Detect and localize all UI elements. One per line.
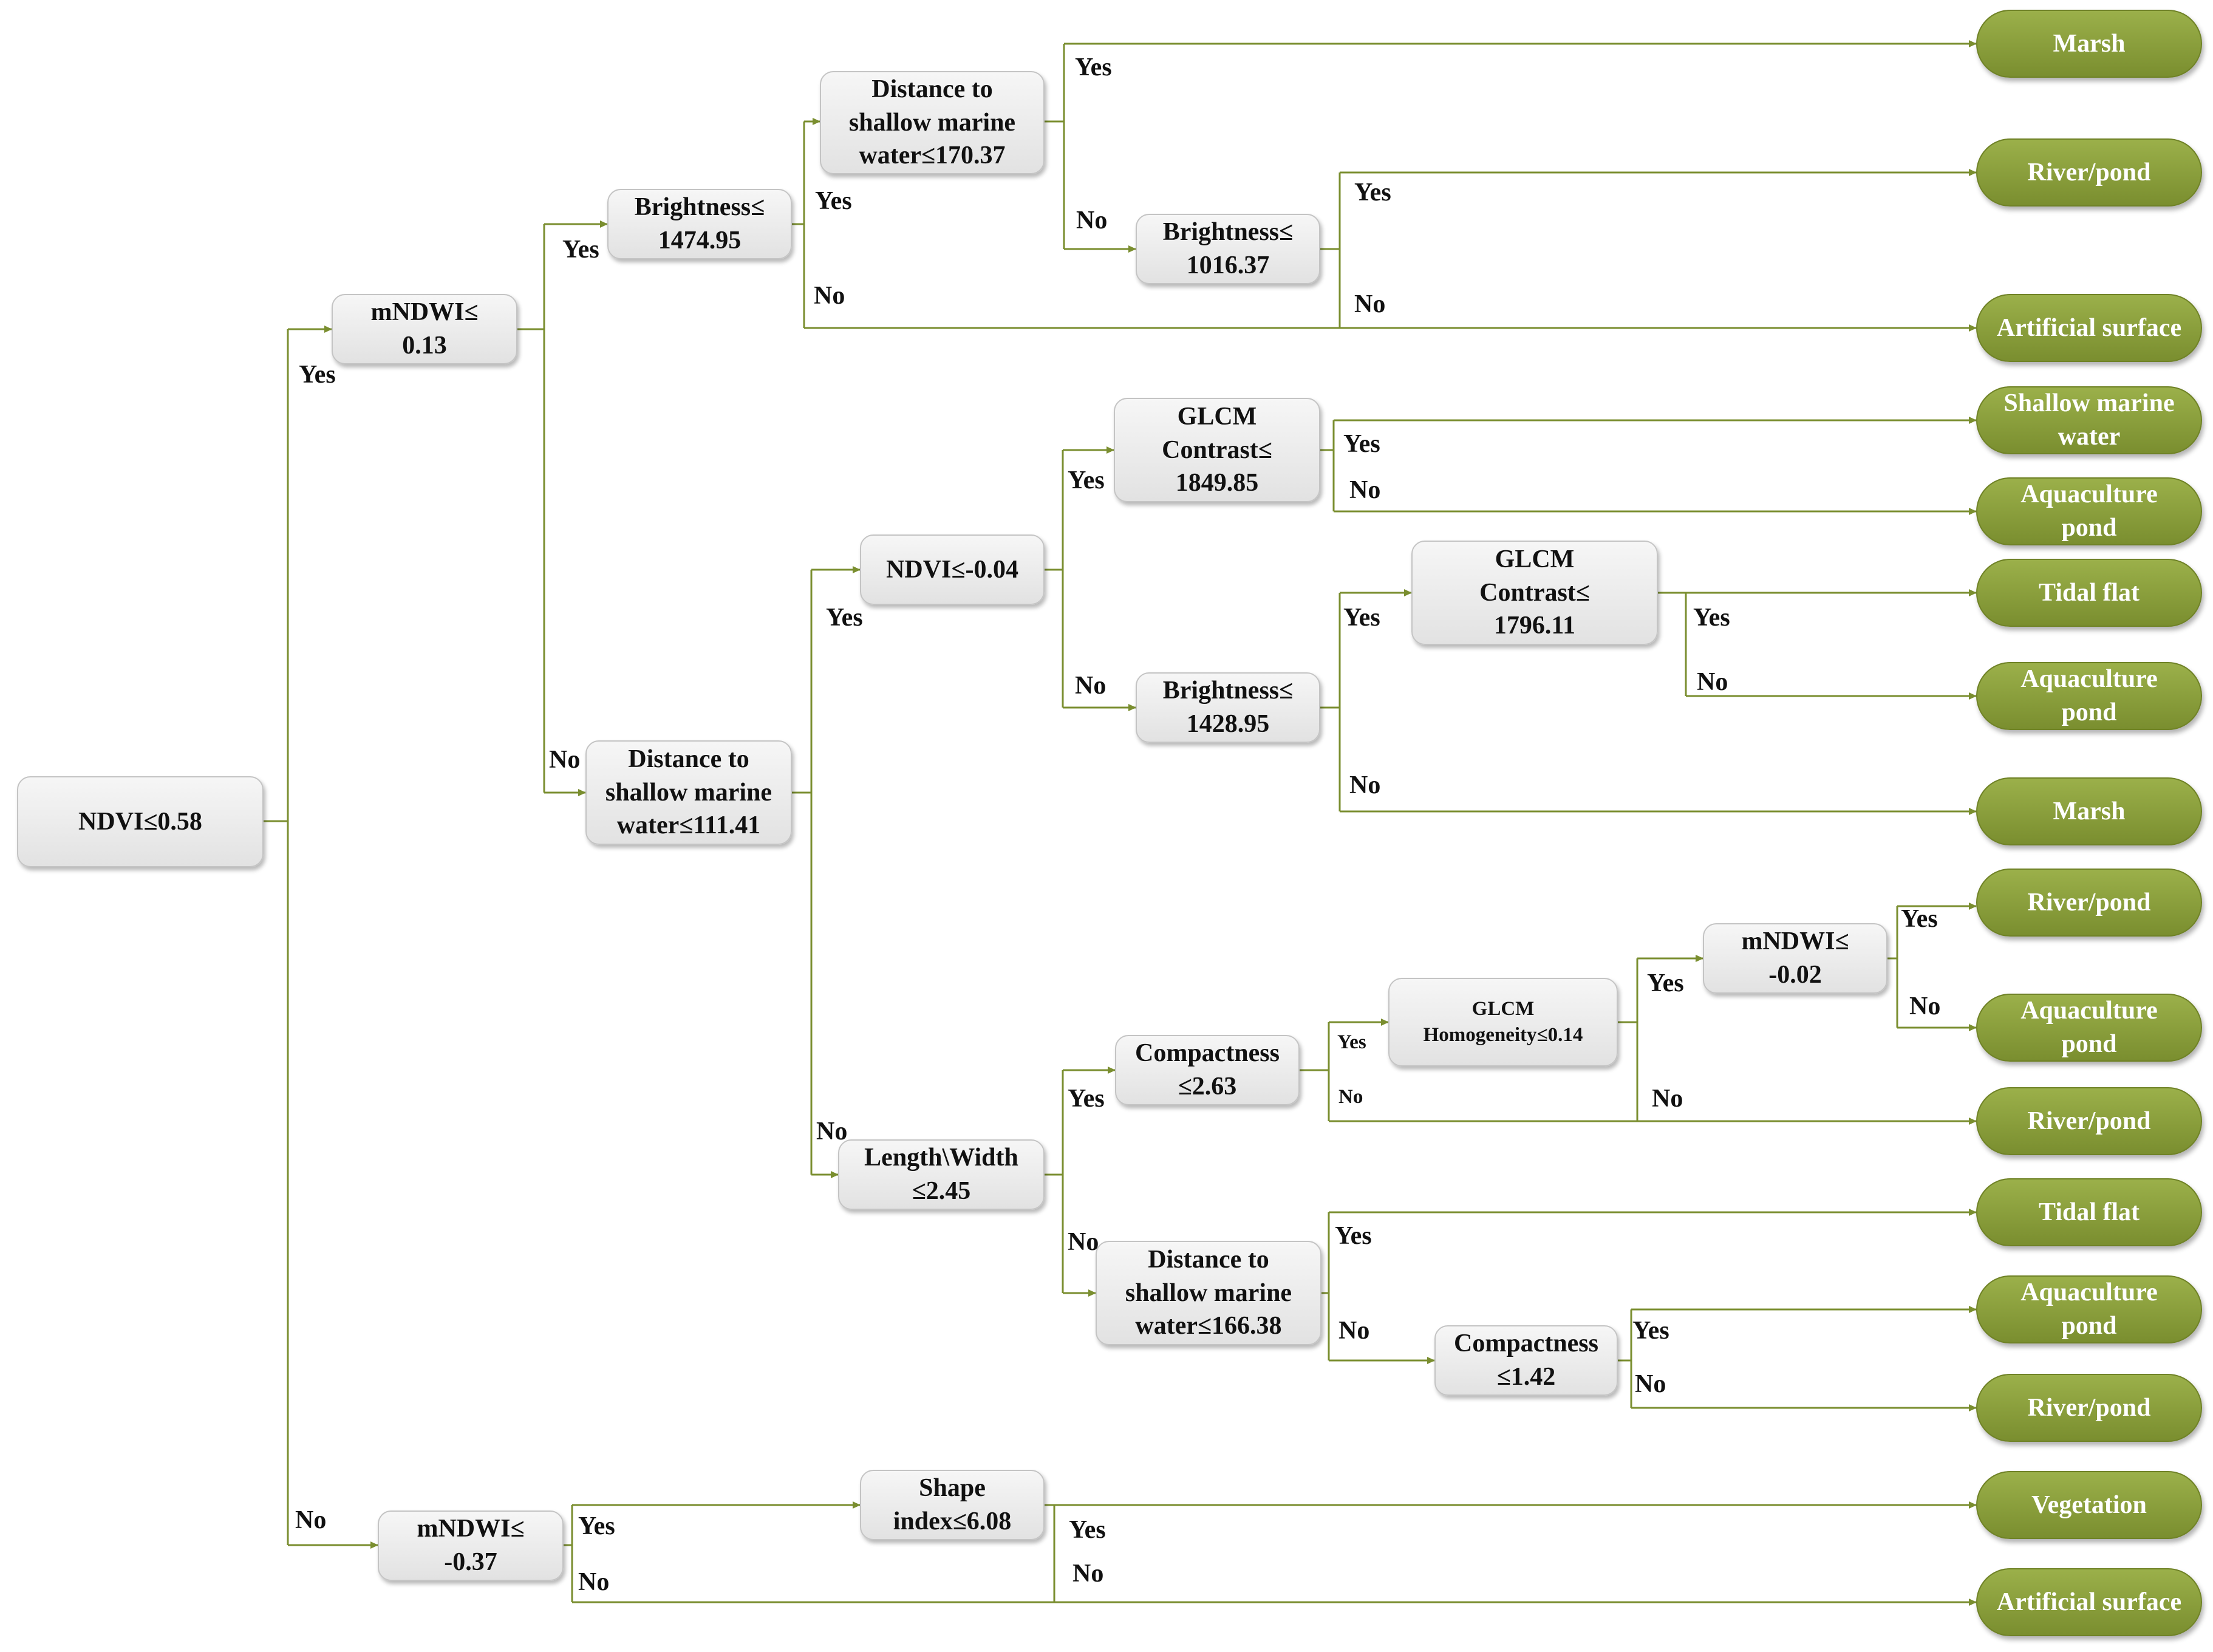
branch-label-yes: Yes bbox=[1075, 53, 1112, 81]
leaf-river-pond: River/pond bbox=[1976, 869, 2202, 937]
node-compactness-1-42: Compactness ≤1.42 bbox=[1434, 1325, 1618, 1396]
leaf-aquaculture-pond: Aquaculture pond bbox=[1976, 994, 2202, 1062]
branch-label-no: No bbox=[1076, 206, 1108, 234]
branch-label-yes: Yes bbox=[1693, 604, 1730, 632]
branch-label-no: No bbox=[295, 1506, 327, 1534]
node-distance-111-41: Distance to shallow marine water≤111.41 bbox=[585, 740, 792, 845]
branch-label-no: No bbox=[1697, 668, 1728, 696]
branch-label-no: No bbox=[1338, 1317, 1370, 1345]
node-glcm-homogeneity-0-14: GLCM Homogeneity≤0.14 bbox=[1388, 978, 1618, 1067]
branch-label-no: No bbox=[1635, 1370, 1666, 1398]
node-distance-166-38: Distance to shallow marine water≤166.38 bbox=[1096, 1241, 1321, 1345]
node-root-ndvi: NDVI≤0.58 bbox=[17, 776, 264, 867]
branch-label-no: No bbox=[1349, 476, 1381, 504]
branch-label-yes: Yes bbox=[1901, 905, 1938, 933]
leaf-aquaculture-pond: Aquaculture pond bbox=[1976, 662, 2202, 730]
node-glcm-contrast-1849-85: GLCM Contrast≤ 1849.85 bbox=[1114, 398, 1320, 502]
branch-label-yes: Yes bbox=[1068, 466, 1105, 494]
leaf-aquaculture-pond: Aquaculture pond bbox=[1976, 1275, 2202, 1343]
branch-label-yes: Yes bbox=[1632, 1317, 1669, 1345]
branch-label-no: No bbox=[1349, 771, 1381, 799]
branch-label-yes: Yes bbox=[1335, 1222, 1372, 1250]
branch-label-no: No bbox=[816, 1118, 848, 1145]
leaf-river-pond: River/pond bbox=[1976, 138, 2202, 206]
leaf-tidal-flat: Tidal flat bbox=[1976, 1178, 2202, 1246]
branch-label-yes: Yes bbox=[562, 236, 599, 264]
node-brightness-1428-95: Brightness≤ 1428.95 bbox=[1136, 672, 1320, 743]
branch-label-no: No bbox=[814, 282, 845, 310]
node-mndwi-0-13: mNDWI≤ 0.13 bbox=[332, 294, 517, 364]
branch-label-no: No bbox=[1072, 1560, 1104, 1588]
leaf-marsh: Marsh bbox=[1976, 10, 2202, 78]
node-distance-170-37: Distance to shallow marine water≤170.37 bbox=[820, 71, 1045, 174]
node-compactness-2-63: Compactness ≤2.63 bbox=[1115, 1035, 1300, 1105]
branch-label-yes: Yes bbox=[1343, 430, 1380, 458]
branch-label-no: No bbox=[1354, 290, 1386, 318]
node-length-width-2-45: Length\Width ≤2.45 bbox=[838, 1139, 1045, 1210]
branch-label-yes: Yes bbox=[1069, 1516, 1106, 1544]
leaf-aquaculture-pond: Aquaculture pond bbox=[1976, 477, 2202, 545]
leaf-artificial-surface: Artificial surface bbox=[1976, 294, 2202, 362]
leaf-river-pond: River/pond bbox=[1976, 1374, 2202, 1442]
node-glcm-contrast-1796-11: GLCM Contrast≤ 1796.11 bbox=[1411, 541, 1658, 645]
leaf-river-pond: River/pond bbox=[1976, 1087, 2202, 1155]
branch-label-yes: Yes bbox=[299, 361, 336, 389]
leaf-marsh: Marsh bbox=[1976, 777, 2202, 845]
node-shape-index-6-08: Shape index≤6.08 bbox=[860, 1470, 1045, 1540]
branch-label-yes: Yes bbox=[1068, 1085, 1105, 1113]
node-mndwi-minus-0-02: mNDWI≤ -0.02 bbox=[1703, 923, 1887, 994]
branch-label-yes: Yes bbox=[1354, 179, 1391, 206]
branch-label-no: No bbox=[1075, 672, 1106, 700]
branch-label-yes: Yes bbox=[578, 1512, 615, 1540]
node-mndwi-minus-0-37: mNDWI≤ -0.37 bbox=[378, 1510, 564, 1581]
leaf-vegetation: Vegetation bbox=[1976, 1471, 2202, 1539]
leaf-shallow-marine-water: Shallow marine water bbox=[1976, 386, 2202, 454]
branch-label-yes: Yes bbox=[815, 187, 852, 215]
branch-label-no: No bbox=[549, 746, 581, 774]
branch-label-yes: Yes bbox=[1337, 1031, 1366, 1053]
node-ndvi-minus-0-04: NDVI≤-0.04 bbox=[860, 534, 1045, 605]
node-brightness-1016-37: Brightness≤ 1016.37 bbox=[1136, 214, 1320, 284]
branch-label-no: No bbox=[1909, 992, 1941, 1020]
branch-label-yes: Yes bbox=[1647, 969, 1684, 997]
branch-label-yes: Yes bbox=[826, 604, 863, 632]
leaf-tidal-flat: Tidal flat bbox=[1976, 559, 2202, 627]
branch-label-no: No bbox=[1068, 1228, 1099, 1256]
node-brightness-1474-95: Brightness≤ 1474.95 bbox=[607, 189, 792, 259]
branch-label-no: No bbox=[1652, 1085, 1683, 1113]
leaf-artificial-surface: Artificial surface bbox=[1976, 1568, 2202, 1636]
branch-label-yes: Yes bbox=[1343, 604, 1380, 632]
branch-label-no: No bbox=[1338, 1086, 1363, 1108]
branch-label-no: No bbox=[578, 1568, 610, 1596]
